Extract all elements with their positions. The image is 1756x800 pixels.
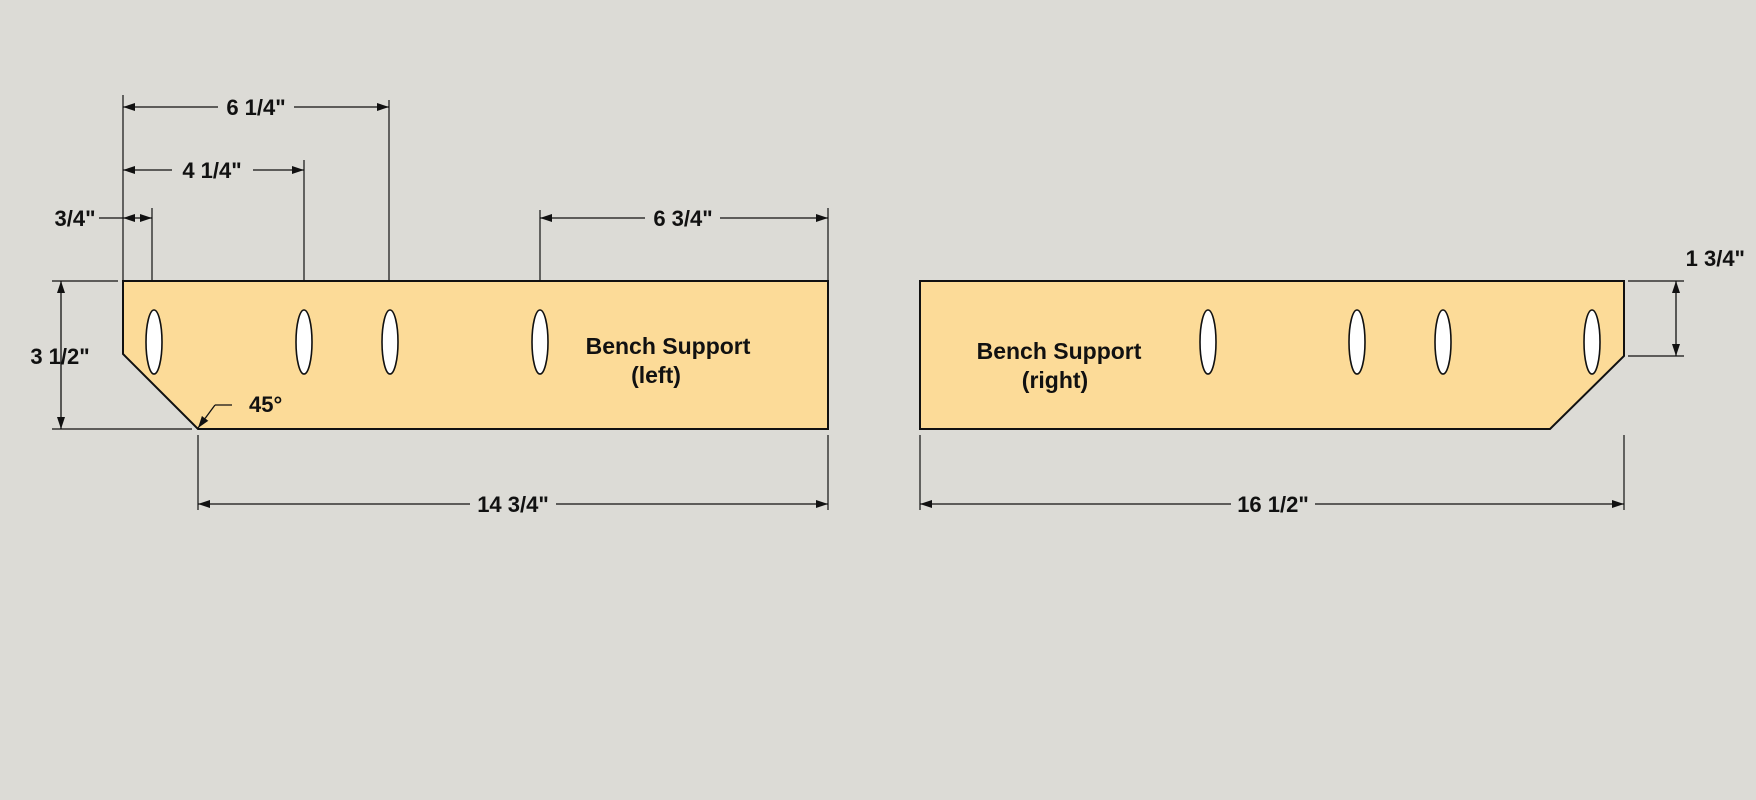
- dim-14-3-4: 14 3/4": [197, 435, 829, 517]
- right-hole-3: [1434, 309, 1452, 375]
- left-hole-1: [145, 309, 163, 375]
- left-board-label-line2: (left): [631, 362, 681, 388]
- dim-3-1-2: 3 1/2": [30, 280, 192, 430]
- dim-3-4-text: 3/4": [54, 206, 95, 231]
- dimension-lines: 6 1/4" 4 1/4" 3/4" 6 3/4" 3 1/2": [30, 95, 1745, 517]
- right-hole-4: [1583, 309, 1601, 375]
- dim-14-3-4-text: 14 3/4": [477, 492, 549, 517]
- dim-3-4: 3/4": [54, 206, 152, 231]
- right-board-label-line2: (right): [1022, 367, 1088, 393]
- dim-16-1-2: 16 1/2": [919, 435, 1625, 517]
- dim-1-3-4-text: 1 3/4": [1686, 246, 1745, 271]
- dim-45-degree: 45°: [197, 392, 282, 429]
- dim-6-1-4-text: 6 1/4": [226, 95, 285, 120]
- dim-1-3-4: 1 3/4": [1628, 246, 1745, 357]
- right-bench-support: Bench Support (right): [919, 280, 1625, 430]
- dim-6-1-4: 6 1/4": [123, 95, 389, 120]
- right-board-label-line1: Bench Support: [977, 338, 1142, 364]
- right-hole-2: [1348, 309, 1366, 375]
- dim-6-3-4: 6 3/4": [540, 206, 828, 231]
- dim-4-1-4-text: 4 1/4": [182, 158, 241, 183]
- right-hole-1: [1199, 309, 1217, 375]
- dim-6-3-4-text: 6 3/4": [653, 206, 712, 231]
- left-hole-2: [295, 309, 313, 375]
- dim-3-1-2-text: 3 1/2": [30, 344, 89, 369]
- left-board-label-line1: Bench Support: [586, 333, 751, 359]
- left-hole-4: [531, 309, 549, 375]
- dim-45-text: 45°: [249, 392, 282, 417]
- dim-16-1-2-text: 16 1/2": [1237, 492, 1309, 517]
- dim-4-1-4: 4 1/4": [123, 158, 304, 183]
- left-bench-support: Bench Support (left): [122, 280, 829, 430]
- left-hole-3: [381, 309, 399, 375]
